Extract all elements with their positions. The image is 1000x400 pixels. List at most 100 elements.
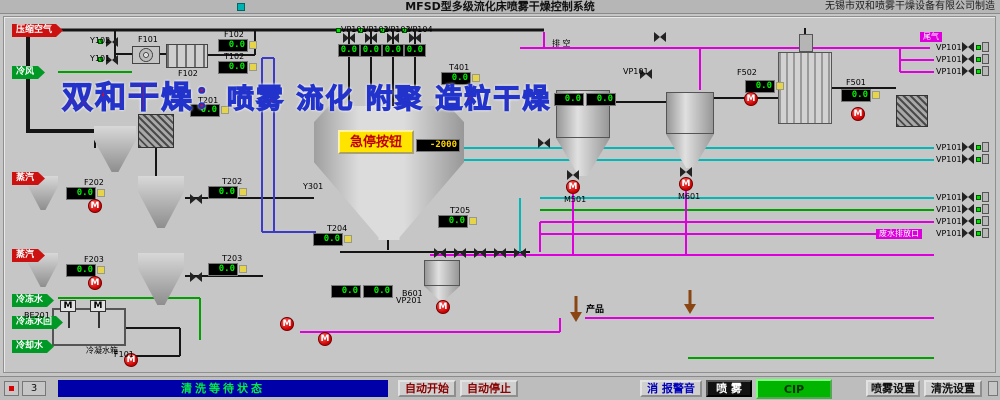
valve-icon[interactable]	[962, 142, 974, 152]
valve-icon[interactable]	[962, 154, 974, 164]
discharge-vessel-body	[424, 260, 460, 286]
equipment-tag: F102	[224, 30, 244, 39]
bag-filter	[138, 114, 174, 148]
valve-icon[interactable]	[343, 33, 355, 43]
value-display: 0.0	[363, 285, 393, 298]
valve-icon[interactable]	[434, 248, 446, 258]
title-marker-icon	[237, 3, 245, 11]
valve-icon[interactable]	[409, 33, 421, 43]
unit-badge	[249, 41, 257, 49]
valve-icon[interactable]	[474, 248, 486, 258]
equipment-tag: Y301	[303, 182, 324, 191]
emergency-stop-button[interactable]: 急停按钮	[338, 130, 414, 154]
value-display: 0.0	[331, 285, 361, 298]
status-led	[976, 157, 981, 162]
pump-motor[interactable]: M	[318, 332, 332, 346]
cyclone-vessel	[94, 126, 136, 172]
equipment-tag: 产品	[586, 305, 605, 315]
pump-motor[interactable]: M	[744, 92, 758, 106]
value-display: 0.0	[208, 263, 247, 276]
pump-motor[interactable]: M	[566, 180, 580, 194]
valve-icon[interactable]	[514, 248, 526, 258]
equipment-tag: F501	[846, 78, 866, 87]
valve-icon[interactable]	[387, 33, 399, 43]
pump-motor[interactable]: M	[851, 107, 865, 121]
btn-cip[interactable]: CIP	[756, 379, 832, 399]
value-display: 0.0	[404, 44, 426, 57]
page-number-box: 3	[22, 381, 46, 396]
value-display: 0.0	[208, 186, 247, 199]
air-heater	[166, 44, 208, 68]
exhaust-stack	[799, 34, 813, 52]
valve-icon[interactable]	[538, 138, 550, 148]
equipment-tag: F202	[84, 178, 104, 187]
equipment-tag: T203	[222, 254, 243, 263]
pump-motor[interactable]: M	[436, 300, 450, 314]
pipe-label: 尾气	[920, 32, 942, 42]
btn-auto-start[interactable]: 自动开始	[398, 380, 456, 397]
equipment-tag: VP101	[623, 67, 649, 76]
valve-icon[interactable]	[962, 228, 974, 238]
pump-motor[interactable]: M	[88, 199, 102, 213]
equipment-tag: M601	[678, 192, 701, 201]
valve-icon[interactable]	[962, 192, 974, 202]
valve-icon[interactable]	[567, 170, 579, 180]
agitator-motor: M	[90, 300, 106, 328]
flow-arrow-tag: 冷却水	[12, 340, 54, 353]
flow-arrow-tag: 蒸汽	[12, 249, 45, 262]
equipment-tag: F502	[737, 68, 757, 77]
flow-arrow-tag: 蒸汽	[12, 172, 45, 185]
equipment-tag: VP101	[936, 229, 962, 238]
value-display: -2000	[416, 139, 460, 152]
btn-mute-alarm[interactable]: 消 报警音	[640, 380, 702, 397]
valve-icon[interactable]	[962, 66, 974, 76]
product-hopper-cone	[666, 134, 714, 168]
flow-arrow-tag: 冷冻水回	[12, 316, 63, 329]
status-led	[976, 219, 981, 224]
valve-icon[interactable]	[962, 42, 974, 52]
btn-clean-settings[interactable]: 清洗设置	[924, 380, 982, 397]
valve-icon[interactable]	[494, 248, 506, 258]
equipment-tag: F101	[114, 350, 134, 359]
valve-icon[interactable]	[962, 54, 974, 64]
btn-spray-settings[interactable]: 喷雾设置	[866, 380, 920, 397]
fan-blower	[132, 46, 160, 64]
equipment-tag: VP101	[936, 143, 962, 152]
valve-icon[interactable]	[962, 204, 974, 214]
valve-actuator	[982, 42, 989, 52]
product-hopper-body	[666, 92, 714, 134]
equipment-tag: F101	[138, 35, 158, 44]
cyclone-vessel	[138, 253, 184, 305]
equipment-tag: F203	[84, 255, 104, 264]
valve-icon[interactable]	[190, 272, 202, 282]
value-display: 0.0	[338, 44, 360, 57]
unit-badge	[469, 217, 477, 225]
pump-motor[interactable]: M	[679, 177, 693, 191]
status-led	[976, 69, 981, 74]
valve-icon[interactable]	[680, 167, 692, 177]
btn-auto-stop[interactable]: 自动停止	[460, 380, 518, 397]
equipment-tag: F102	[178, 69, 198, 78]
valve-actuator	[982, 54, 989, 64]
valve-icon[interactable]	[654, 32, 666, 42]
alarm-indicator-icon[interactable]	[4, 381, 19, 396]
valve-icon[interactable]	[365, 33, 377, 43]
unit-badge	[776, 82, 784, 90]
system-status-text: 清洗等待状态	[58, 380, 388, 397]
pump-motor[interactable]: M	[280, 317, 294, 331]
valve-icon[interactable]	[962, 216, 974, 226]
valve-icon[interactable]	[454, 248, 466, 258]
valve-icon[interactable]	[190, 194, 202, 204]
btn-spray[interactable]: 喷 雾	[706, 380, 752, 397]
valve-icon[interactable]	[640, 69, 652, 79]
unit-badge	[872, 91, 880, 99]
status-led	[98, 57, 103, 62]
pump-motor[interactable]: M	[88, 276, 102, 290]
value-display: 0.0	[841, 89, 880, 102]
flow-arrow-tag: 压缩空气	[12, 24, 63, 37]
equipment-tag: T102	[224, 52, 245, 61]
equipment-tag: VP104	[407, 25, 433, 34]
